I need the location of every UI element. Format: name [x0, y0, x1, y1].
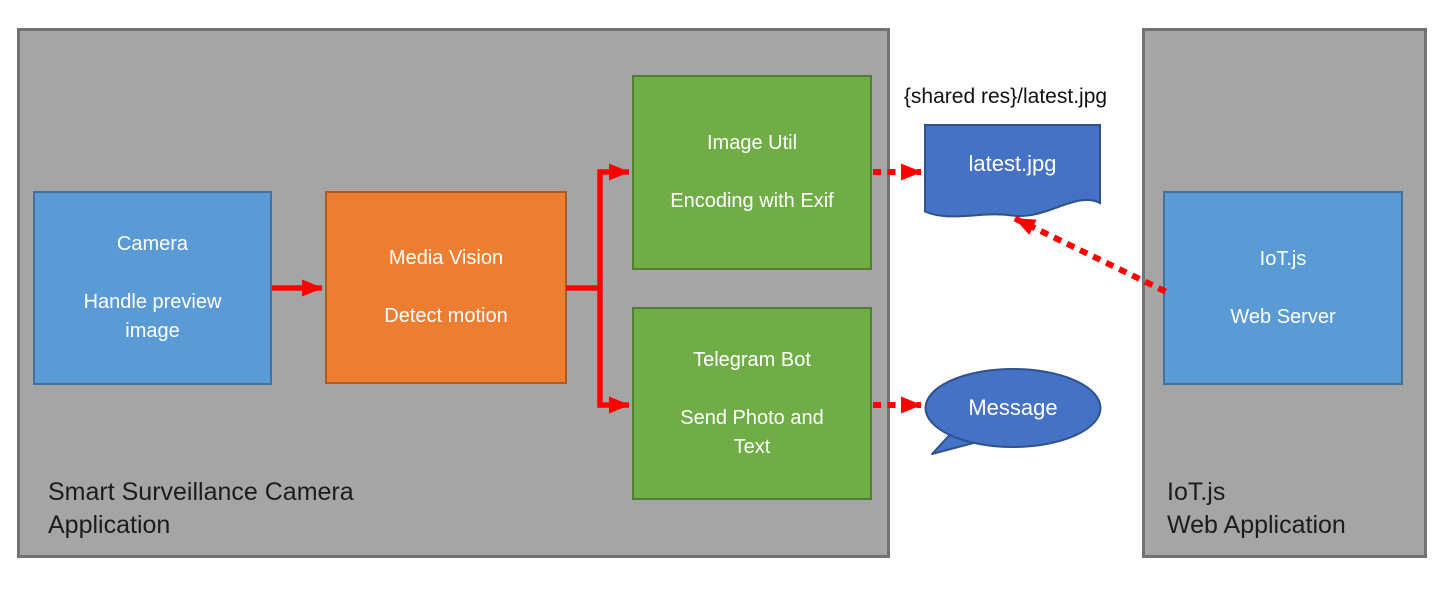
web-server-node: IoT.js Web Server	[1163, 191, 1403, 385]
camera-node: Camera Handle preview image	[33, 191, 272, 385]
media-vision-node-subtitle: Detect motion	[384, 305, 508, 327]
camera-node-title: Camera	[116, 233, 189, 255]
image-util-node: Image Util Encoding with Exif	[632, 75, 872, 270]
image-util-node-title: Image Util	[706, 132, 798, 154]
telegram-bot-node-title: Telegram Bot	[693, 348, 811, 371]
shared-res-path-annotation: {shared res}/latest.jpg	[903, 85, 1108, 108]
camera-node-subtitle: Handle preview image	[83, 291, 222, 342]
telegram-bot-node: Telegram Bot Send Photo and Text	[632, 307, 872, 500]
telegram-bot-node-subtitle: Send Photo and Text	[680, 406, 824, 458]
image-util-node-subtitle: Encoding with Exif	[670, 190, 834, 212]
media-vision-node: Media Vision Detect motion	[325, 191, 567, 384]
message-callout-shape	[924, 368, 1102, 455]
right-container-label: IoT.js Web Application	[1167, 478, 1346, 539]
latest-jpg-document-shape	[924, 124, 1101, 218]
web-server-node-title: IoT.js	[1259, 247, 1307, 270]
web-server-node-subtitle: Web Server	[1230, 305, 1336, 328]
media-vision-node-title: Media Vision	[388, 247, 504, 269]
left-container-label: Smart Surveillance Camera Application	[48, 478, 354, 539]
